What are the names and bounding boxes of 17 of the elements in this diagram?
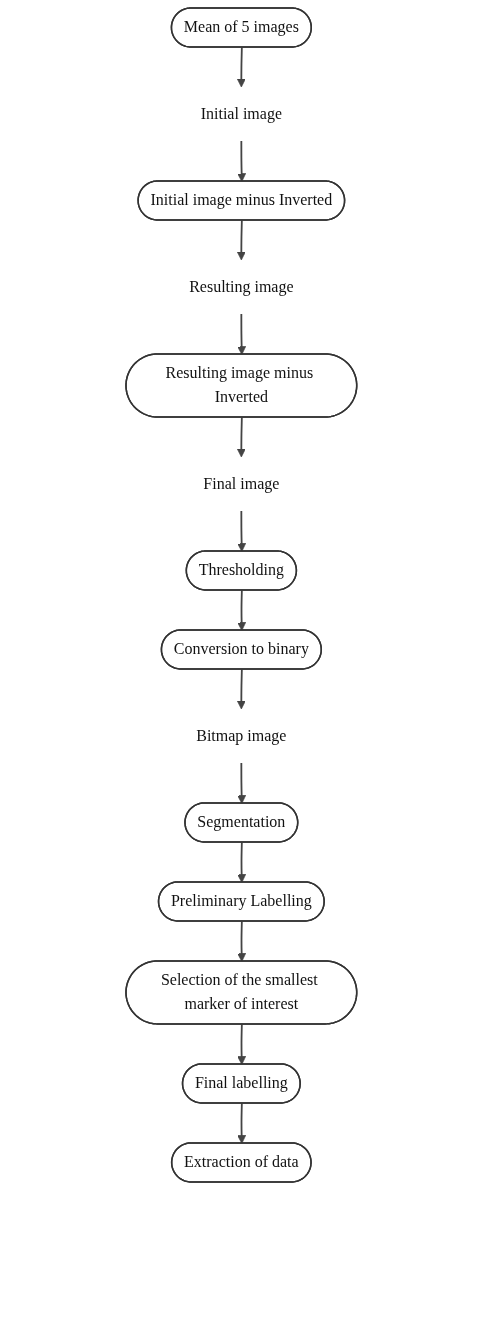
arrow [237, 589, 247, 631]
node-text: Bitmap image [196, 726, 287, 744]
arrow [237, 762, 247, 804]
arrow [237, 1023, 247, 1065]
node-text: Initial image [200, 104, 283, 122]
arrow [237, 668, 246, 710]
arrow [237, 140, 247, 182]
arrow [237, 416, 246, 458]
arrow [237, 920, 247, 962]
arrow [237, 313, 247, 355]
arrow [237, 510, 247, 552]
arrow [237, 46, 246, 88]
arrow [237, 841, 247, 883]
node-text: Resulting image [189, 277, 294, 295]
arrow [237, 219, 246, 261]
node-text: Final image [203, 474, 280, 492]
arrow [237, 1102, 247, 1144]
